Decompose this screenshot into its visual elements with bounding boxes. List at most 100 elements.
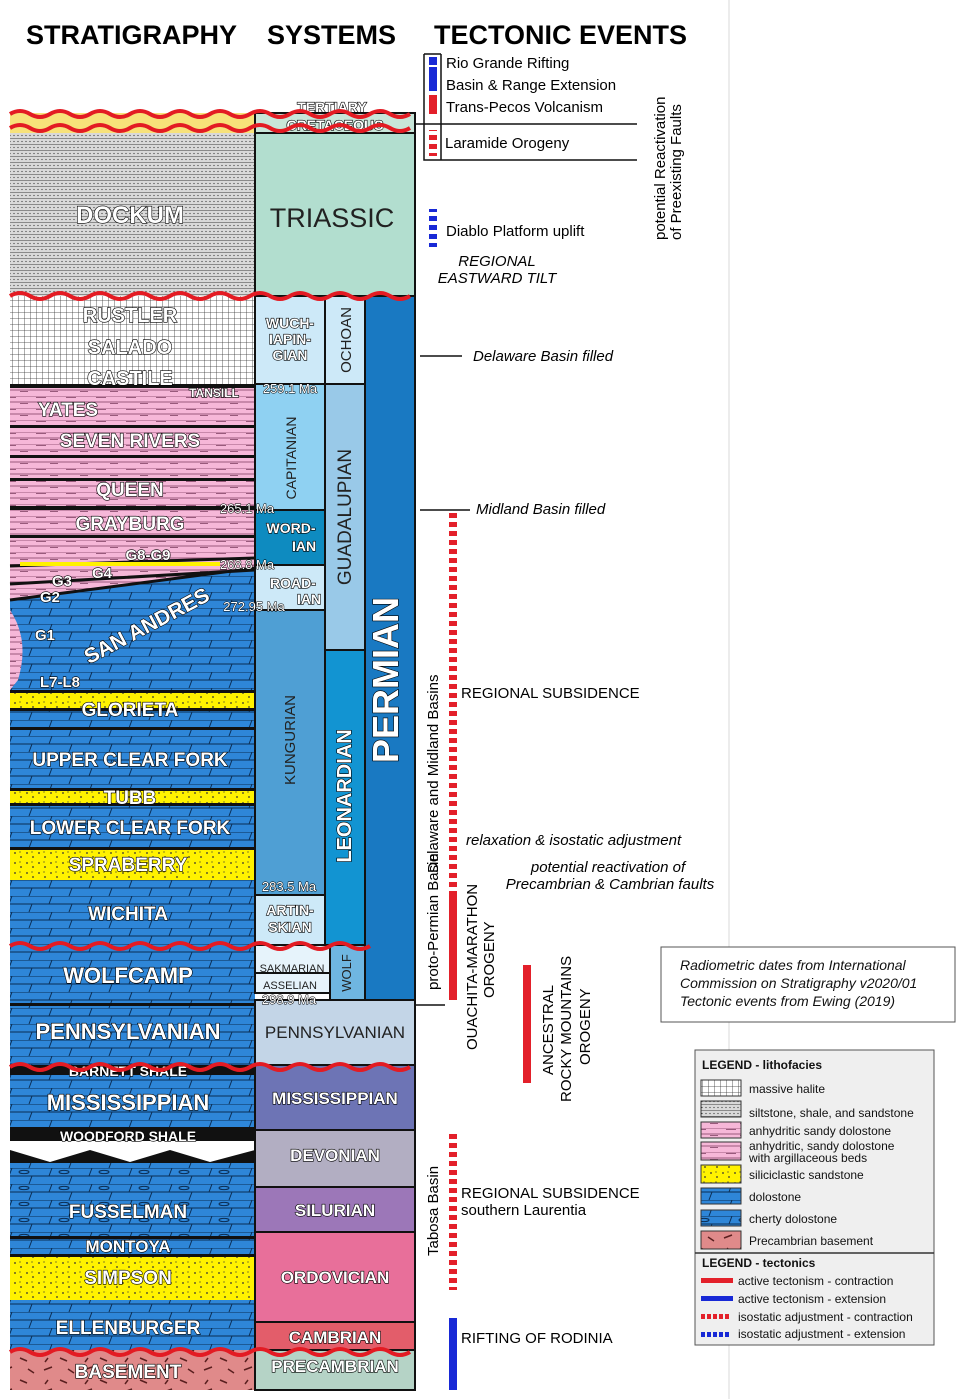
legend-active-extension: active tectonism - extension xyxy=(738,1292,886,1306)
event-southern-laurentia-1: REGIONAL SUBSIDENCE xyxy=(461,1185,640,1202)
age-272: 272.95 Ma xyxy=(223,599,285,614)
grayburg-layer xyxy=(10,510,255,600)
evaporite-layer xyxy=(10,296,255,388)
legend-swatch-isostatic-contraction xyxy=(701,1314,729,1319)
devonian-gap xyxy=(10,1141,255,1163)
label-wuchiapingian-1: WUCH- xyxy=(266,315,315,331)
label-salado: SALADO xyxy=(88,337,172,359)
label-wichita: WICHITA xyxy=(88,904,168,925)
pennsylvanian-box xyxy=(254,999,416,1066)
label-fusselman: FUSSELMAN xyxy=(69,1202,187,1223)
label-ochoan: OCHOAN xyxy=(338,307,355,373)
wolfcamp-layer xyxy=(10,945,255,1005)
pennsylvanian-layer xyxy=(10,1005,255,1065)
label-queen: QUEEN xyxy=(96,480,164,501)
triassic-box xyxy=(254,132,416,297)
event-diablo: Diablo Platform uplift xyxy=(446,223,585,240)
label-g3: G3 xyxy=(52,573,72,590)
label-g1: G1 xyxy=(35,627,55,644)
legend-cherty: cherty dolostone xyxy=(749,1212,837,1226)
legend-swatch-active-extension xyxy=(701,1296,733,1301)
event-midland-filled: Midland Basin filled xyxy=(476,501,606,518)
legend-dolostone: dolostone xyxy=(749,1190,801,1204)
label-lower-clear-fork: LOWER CLEAR FORK xyxy=(30,818,231,839)
label-castile: CASTILE xyxy=(87,368,173,390)
event-proto-permian-basin: proto-Permian Basin xyxy=(425,853,442,990)
label-silurian: SILURIAN xyxy=(295,1201,375,1220)
mississippian-box xyxy=(254,1064,416,1131)
label-montoya: MONTOYA xyxy=(85,1237,170,1256)
label-pennsylvanian: PENNSYLVANIAN xyxy=(36,1019,221,1044)
label-wuchiapingian-3: GIAN xyxy=(273,347,308,363)
label-capitanian: CAPITANIAN xyxy=(283,417,299,500)
g1-layer xyxy=(10,610,23,690)
event-ancestral-2: ROCKY MOUNTAINS xyxy=(558,956,575,1102)
sources-note: Radiometric dates from International Com… xyxy=(660,946,956,1023)
label-seven-rivers: SEVEN RIVERS xyxy=(60,431,200,452)
label-barnett-shale: BARNETT SHALE xyxy=(69,1063,187,1079)
event-tabosa-basin: Tabosa Basin xyxy=(425,1166,442,1256)
legend-swatch-siltstone xyxy=(700,1100,742,1118)
label-ordovician: ORDOVICIAN xyxy=(281,1268,390,1287)
event-southern-laurentia-2: southern Laurentia xyxy=(461,1202,587,1219)
label-pennsylvanian-system: PENNSYLVANIAN xyxy=(265,1023,405,1042)
bar-ouachita xyxy=(449,893,457,1000)
legend-argillaceous-1: anhydritic, sandy dolostone xyxy=(749,1139,895,1153)
mississippian-layer xyxy=(10,1075,255,1127)
label-triassic: TRIASSIC xyxy=(270,203,395,233)
bar-rifting xyxy=(449,1318,457,1390)
label-cambrian: CAMBRIAN xyxy=(289,1328,382,1347)
legend-swatch-cherty xyxy=(700,1209,742,1227)
label-ellenburger: ELLENBURGER xyxy=(56,1318,201,1339)
legend-basement: Precambrian basement xyxy=(749,1234,874,1248)
legend-swatch-halite xyxy=(700,1079,742,1097)
label-mississippian: MISSISSIPPIAN xyxy=(47,1090,210,1115)
label-g8-g9: G8-G9 xyxy=(125,547,170,564)
san-andres-layer xyxy=(10,568,255,693)
label-wolf: WOLF xyxy=(339,954,354,992)
guadalupian-box xyxy=(324,383,366,651)
label-wuchiapingian-2: IAPIN- xyxy=(269,331,311,347)
label-permian: PERMIAN xyxy=(365,597,406,763)
glorieta-layer xyxy=(10,693,255,711)
age-268: 268.8 Ma xyxy=(220,557,275,572)
event-laramide: Laramide Orogeny xyxy=(445,135,570,152)
woodford-shale-layer xyxy=(10,1127,255,1141)
artesia-layer xyxy=(10,385,255,510)
montoya-layer xyxy=(10,1238,255,1256)
bar-ancestral-rockies xyxy=(523,965,531,1083)
header-systems: SYSTEMS xyxy=(267,20,396,50)
age-265: 265.1 Ma xyxy=(220,501,275,516)
legend-siltstone: siltstone, shale, and sandstone xyxy=(749,1106,914,1120)
note-line-3: Tectonic events from Ewing (2019) xyxy=(680,993,895,1009)
bar-southern-laurentia xyxy=(449,1130,457,1290)
label-spraberry: SPRABERRY xyxy=(69,855,188,876)
bar-trans-pecos xyxy=(429,95,437,114)
label-asselian: ASSELIAN xyxy=(263,980,317,992)
event-ancestral-3: OROGENY xyxy=(577,988,594,1065)
label-grayburg: GRAYBURG xyxy=(75,514,184,535)
bar-laramide xyxy=(429,130,437,156)
simpson-layer xyxy=(10,1256,255,1312)
label-roadian-1: ROAD- xyxy=(270,575,316,591)
header-tectonic-events: TECTONIC EVENTS xyxy=(434,20,687,50)
event-delaware-filled: Delaware Basin filled xyxy=(473,348,614,365)
label-mississippian-system: MISSISSIPPIAN xyxy=(272,1089,398,1108)
header-stratigraphy: STRATIGRAPHY xyxy=(26,20,237,50)
legend-isostatic-extension: isostatic adjustment - extension xyxy=(738,1327,905,1341)
basement-layer xyxy=(10,1350,255,1390)
note-line-2: Commission on Stratigraphy v2020/01 xyxy=(680,975,917,991)
label-wordian-2: IAN xyxy=(292,538,316,554)
label-roadian-2: IAN xyxy=(297,591,321,607)
label-leonardian: LEONARDIAN xyxy=(334,729,356,862)
event-rifting: RIFTING OF RODINIA xyxy=(461,1330,613,1347)
event-delaware-midland-basins: Delaware and Midland Basins xyxy=(425,675,442,873)
bar-rio-grande xyxy=(429,57,437,65)
age-298: 298.9 Ma xyxy=(262,992,317,1007)
event-potential-reactivation-1: potential Reactivation xyxy=(652,97,669,240)
label-tubb: TUBB xyxy=(104,788,157,809)
lower-clear-fork-layer xyxy=(10,805,255,850)
label-wolfcamp: WOLFCAMP xyxy=(63,963,193,988)
fusselman-layer xyxy=(10,1163,255,1238)
